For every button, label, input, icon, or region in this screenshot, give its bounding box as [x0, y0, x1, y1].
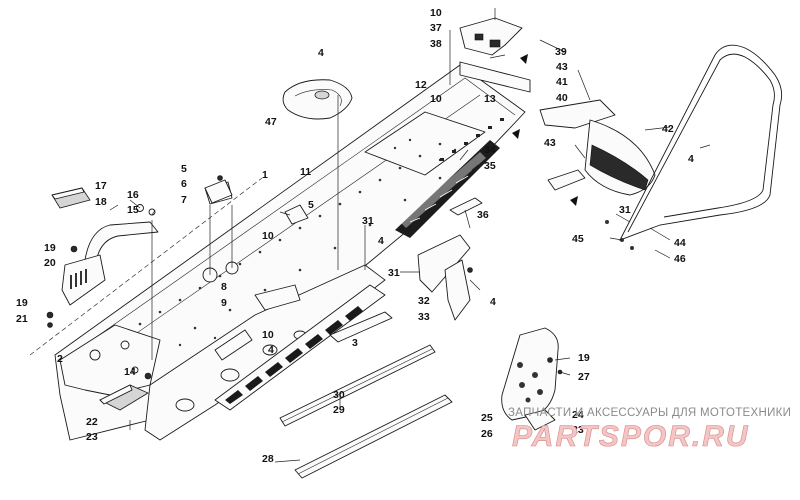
- callout-6: 6: [181, 178, 187, 190]
- callout-23: 23: [86, 431, 98, 443]
- callout-29: 29: [333, 404, 345, 416]
- callout-28: 28: [262, 453, 274, 465]
- callout-4: 4: [318, 47, 324, 59]
- callout-14: 14: [124, 366, 136, 378]
- callout-47: 47: [265, 116, 277, 128]
- callout-39: 39: [555, 46, 567, 58]
- callout-36: 36: [477, 209, 489, 221]
- toe-hold: [417, 234, 471, 321]
- callout-16: 16: [127, 189, 139, 201]
- side-heat-exchanger: [214, 284, 386, 411]
- callout-31c: 31: [619, 204, 631, 216]
- callout-35: 35: [484, 160, 496, 172]
- callout-42: 42: [662, 123, 674, 135]
- upper-bracket: [204, 175, 233, 204]
- callout-5b: 5: [308, 199, 314, 211]
- callout-23b: 23: [572, 424, 584, 436]
- nut-icon: [46, 311, 54, 319]
- callout-32: 32: [418, 295, 430, 307]
- watermark-caption: ЗАПЧАСТИ И АКСЕССУАРЫ ДЛЯ МОТОТЕХНИКИ: [508, 407, 791, 419]
- callout-10d: 10: [262, 329, 274, 341]
- callout-19b: 19: [16, 297, 28, 309]
- callout-3: 3: [352, 337, 358, 349]
- callout-22: 22: [86, 416, 98, 428]
- small-plate: [449, 197, 483, 216]
- callout-44: 44: [674, 237, 686, 249]
- callout-10c: 10: [262, 230, 274, 242]
- callout-40: 40: [556, 92, 568, 104]
- front-rod: [294, 394, 453, 479]
- callout-34: 34: [484, 144, 496, 156]
- callout-31b: 31: [388, 267, 400, 279]
- callout-45: 45: [572, 233, 584, 245]
- callout-37: 37: [430, 22, 442, 34]
- callout-4d: 4: [490, 296, 496, 308]
- rear-heat-exchanger: [395, 140, 500, 238]
- callout-33: 33: [418, 311, 430, 323]
- callout-8: 8: [221, 281, 227, 293]
- callout-4c: 4: [268, 344, 274, 356]
- callout-labels: 1 2 3 4 4 4 4 4 5 5 6 7 8 9 10 10 10 10 …: [16, 7, 694, 465]
- callout-9: 9: [221, 297, 227, 309]
- callout-41: 41: [556, 76, 568, 88]
- rear-guard-plate: [501, 327, 563, 431]
- callout-1: 1: [262, 169, 268, 181]
- washer-icon: [47, 322, 53, 328]
- callout-10b: 10: [430, 93, 442, 105]
- callout-5: 5: [181, 163, 187, 175]
- watermark-logo: PARTSPOR.RU: [512, 420, 750, 453]
- callout-2: 2: [57, 353, 63, 365]
- snow-flap: [539, 99, 656, 196]
- callout-12: 12: [415, 79, 427, 91]
- callout-18: 18: [95, 196, 107, 208]
- callout-17: 17: [95, 180, 107, 192]
- callout-30: 30: [333, 389, 345, 401]
- callout-38: 38: [430, 38, 442, 50]
- callout-46: 46: [674, 253, 686, 265]
- callout-13: 13: [484, 93, 496, 105]
- callout-19: 19: [44, 242, 56, 254]
- callout-7: 7: [181, 194, 187, 206]
- callout-43b: 43: [544, 137, 556, 149]
- callout-4e: 4: [688, 153, 694, 165]
- rail-strip: [459, 61, 531, 93]
- callout-11: 11: [300, 166, 311, 178]
- callout-31: 31: [362, 215, 374, 227]
- callout-25: 25: [481, 412, 493, 424]
- callout-43: 43: [556, 61, 568, 73]
- rear-top-bracket: [459, 17, 523, 56]
- rear-bumper: [619, 44, 783, 241]
- callout-4b: 4: [378, 235, 384, 247]
- foot-block: [51, 187, 91, 209]
- seat-pad: [282, 79, 353, 120]
- tunnel-assembly: [54, 64, 526, 441]
- foot-guard: [99, 384, 149, 411]
- callout-24: 24: [572, 409, 584, 421]
- leader-lines: [109, 8, 711, 463]
- callout-21: 21: [16, 313, 28, 325]
- watermark: ЗАПЧАСТИ И АКСЕССУАРЫ ДЛЯ МОТОТЕХНИКИ PA…: [508, 407, 791, 453]
- callout-20: 20: [44, 257, 56, 269]
- callout-10: 10: [430, 7, 442, 19]
- callout-19c: 19: [578, 352, 590, 364]
- step-bar: [84, 204, 159, 263]
- side-bracket: [61, 245, 106, 306]
- callout-15: 15: [127, 204, 139, 216]
- support-bar: [329, 311, 393, 343]
- callout-26: 26: [481, 428, 493, 440]
- long-rod: [279, 344, 436, 427]
- callout-27: 27: [578, 371, 590, 383]
